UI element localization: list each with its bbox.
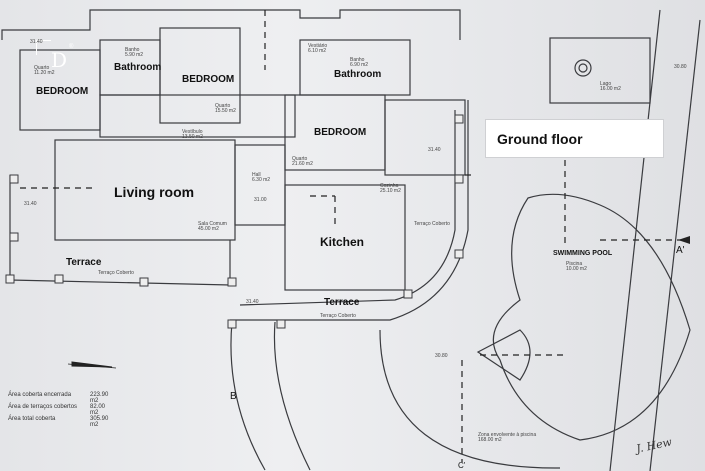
area-label: Área total coberta: [8, 416, 56, 422]
lago-fountain: [574, 59, 592, 77]
terrace-mid-curve: [230, 100, 469, 321]
room-label-bathroom-left: Bathroom: [114, 62, 162, 73]
outer-wall-top: [1, 9, 461, 40]
area-value: 223.90 m2: [90, 392, 109, 404]
wall-bedroom-top: [159, 27, 241, 124]
area-value: 82.00 m2: [90, 404, 106, 416]
logo-letter: D: [51, 48, 68, 72]
pool-steps: [476, 329, 531, 381]
room-label-terrace-mid: Terrace: [324, 297, 360, 308]
room-label-bedroom-mid: BEDROOM: [314, 127, 367, 138]
room-label-living-room: Living room: [114, 184, 195, 200]
title-box: Ground floor: [485, 119, 664, 158]
lago-outline: [549, 37, 651, 104]
brand-logo: D ®: [36, 40, 74, 76]
room-label-bedroom-top: BEDROOM: [182, 74, 235, 85]
wall-kitchen: [284, 184, 406, 291]
level-marker: 30.80: [435, 353, 448, 359]
north-arrow: [67, 361, 117, 369]
room-label-kitchen: Kitchen: [320, 235, 365, 249]
terrace-left-outline: [9, 175, 231, 286]
area-row: Área coberta encerrada 223.90 m2: [8, 392, 108, 404]
annotation-terraco-coberto-mid: Terraço Coberto: [320, 313, 356, 319]
level-marker: 31.40: [428, 147, 441, 153]
area-label: Área de terraços cobertos: [8, 404, 78, 410]
annotation-terraco-coberto-right: Terraço Coberto: [414, 221, 450, 227]
section-mark-a: A': [676, 245, 685, 256]
spiral-stair-outer: [230, 321, 266, 471]
level-marker: 31.00: [254, 197, 267, 203]
logo-registered-mark: ®: [69, 44, 74, 50]
swimming-pool: [492, 193, 691, 441]
wall-hall: [234, 144, 286, 226]
area-value: 305.90 m2: [90, 416, 109, 428]
section-mark-c: C': [458, 461, 466, 470]
level-marker: 30.80: [674, 64, 687, 70]
annotation-terraco-coberto-left: Terraço Coberto: [98, 270, 134, 276]
wall-vestibulo: [99, 94, 296, 138]
room-label-bedroom-left: BEDROOM: [36, 86, 89, 97]
level-marker: 31.40: [30, 39, 43, 45]
room-label-bathroom-right: Bathroom: [334, 69, 382, 80]
logo-corner: [36, 40, 51, 55]
area-label: Área coberta encerrada: [8, 392, 72, 398]
terrace-mid-curve-inner: [239, 110, 456, 306]
section-mark-b: B: [230, 391, 237, 402]
area-row: Área total coberta 305.90 m2: [8, 416, 108, 428]
spiral-stair-inner: [273, 321, 311, 471]
level-marker: 31.40: [246, 299, 259, 305]
pool-deck-arc: [379, 329, 561, 469]
room-label-swimming-pool: SWIMMING POOL: [553, 250, 613, 257]
wall-cozinha-strip: [384, 99, 466, 176]
page-title: Ground floor: [497, 131, 583, 147]
room-label-terrace-left: Terrace: [66, 257, 102, 268]
level-marker: 31.40: [24, 201, 37, 207]
area-row: Área de terraços cobertos 82.00 m2: [8, 404, 105, 416]
